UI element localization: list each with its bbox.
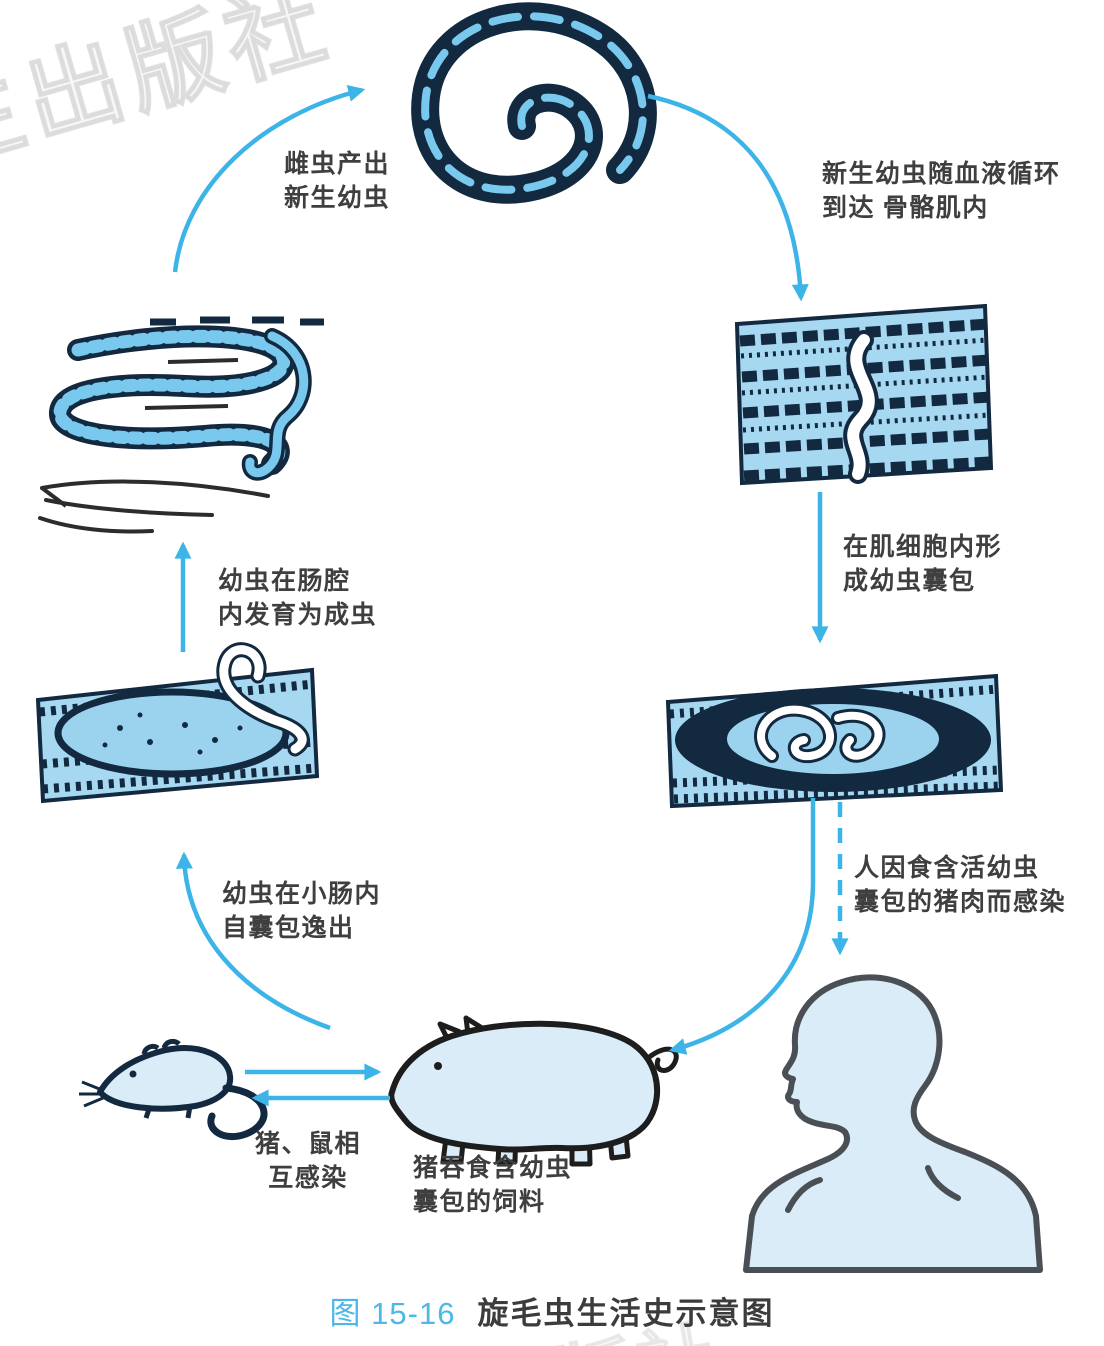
human-illustration — [743, 974, 1043, 1273]
muscle-larva-illustration — [734, 303, 994, 486]
cycle-arrows — [172, 85, 849, 1107]
figure-number: 图 15-16 — [329, 1296, 456, 1331]
intestine-adults-illustration — [38, 316, 324, 534]
arrow-cyst-to-pig — [668, 798, 816, 1055]
encysted-larva-illustration — [665, 673, 1004, 809]
arrow-larva-to-muscle — [647, 93, 809, 302]
label-larvae-develop-to-adults: 幼虫在肠腔 内发育为成虫 — [218, 568, 378, 629]
coiled-larva-illustration — [411, 2, 657, 204]
label-female-produces-larvae: 雌虫产出 新生幼虫 — [283, 151, 390, 212]
label-pig-mouse-mutual-infection: 猪、鼠相 互感染 — [254, 1131, 361, 1192]
label-pig-eats-contaminated-feed: 猪吞食含幼虫 囊包的饲料 — [413, 1155, 573, 1216]
pig-illustration — [388, 1015, 679, 1167]
mouse-illustration — [79, 1038, 268, 1141]
label-cyst-forms-in-muscle-cell: 在肌细胞内形 成幼虫囊包 — [843, 534, 1003, 595]
figure-caption: 图 15-16 旋毛虫生活史示意图 — [0, 1288, 1104, 1333]
label-human-infected-by-pork: 人因食含活幼虫 囊包的猪肉而感染 — [854, 855, 1067, 916]
label-larvae-excyst-small-intestine: 幼虫在小肠内 自囊包逸出 — [222, 881, 382, 942]
label-larvae-blood-to-muscle: 新生幼虫随血液循环 到达 骨骼肌内 — [822, 161, 1061, 222]
figure-title: 旋毛虫生活史示意图 — [477, 1296, 775, 1331]
excysting-larva-illustration — [35, 642, 320, 804]
arrow-intestine-to-larva — [172, 85, 366, 273]
arrow-pig-to-excyst — [175, 851, 331, 1031]
